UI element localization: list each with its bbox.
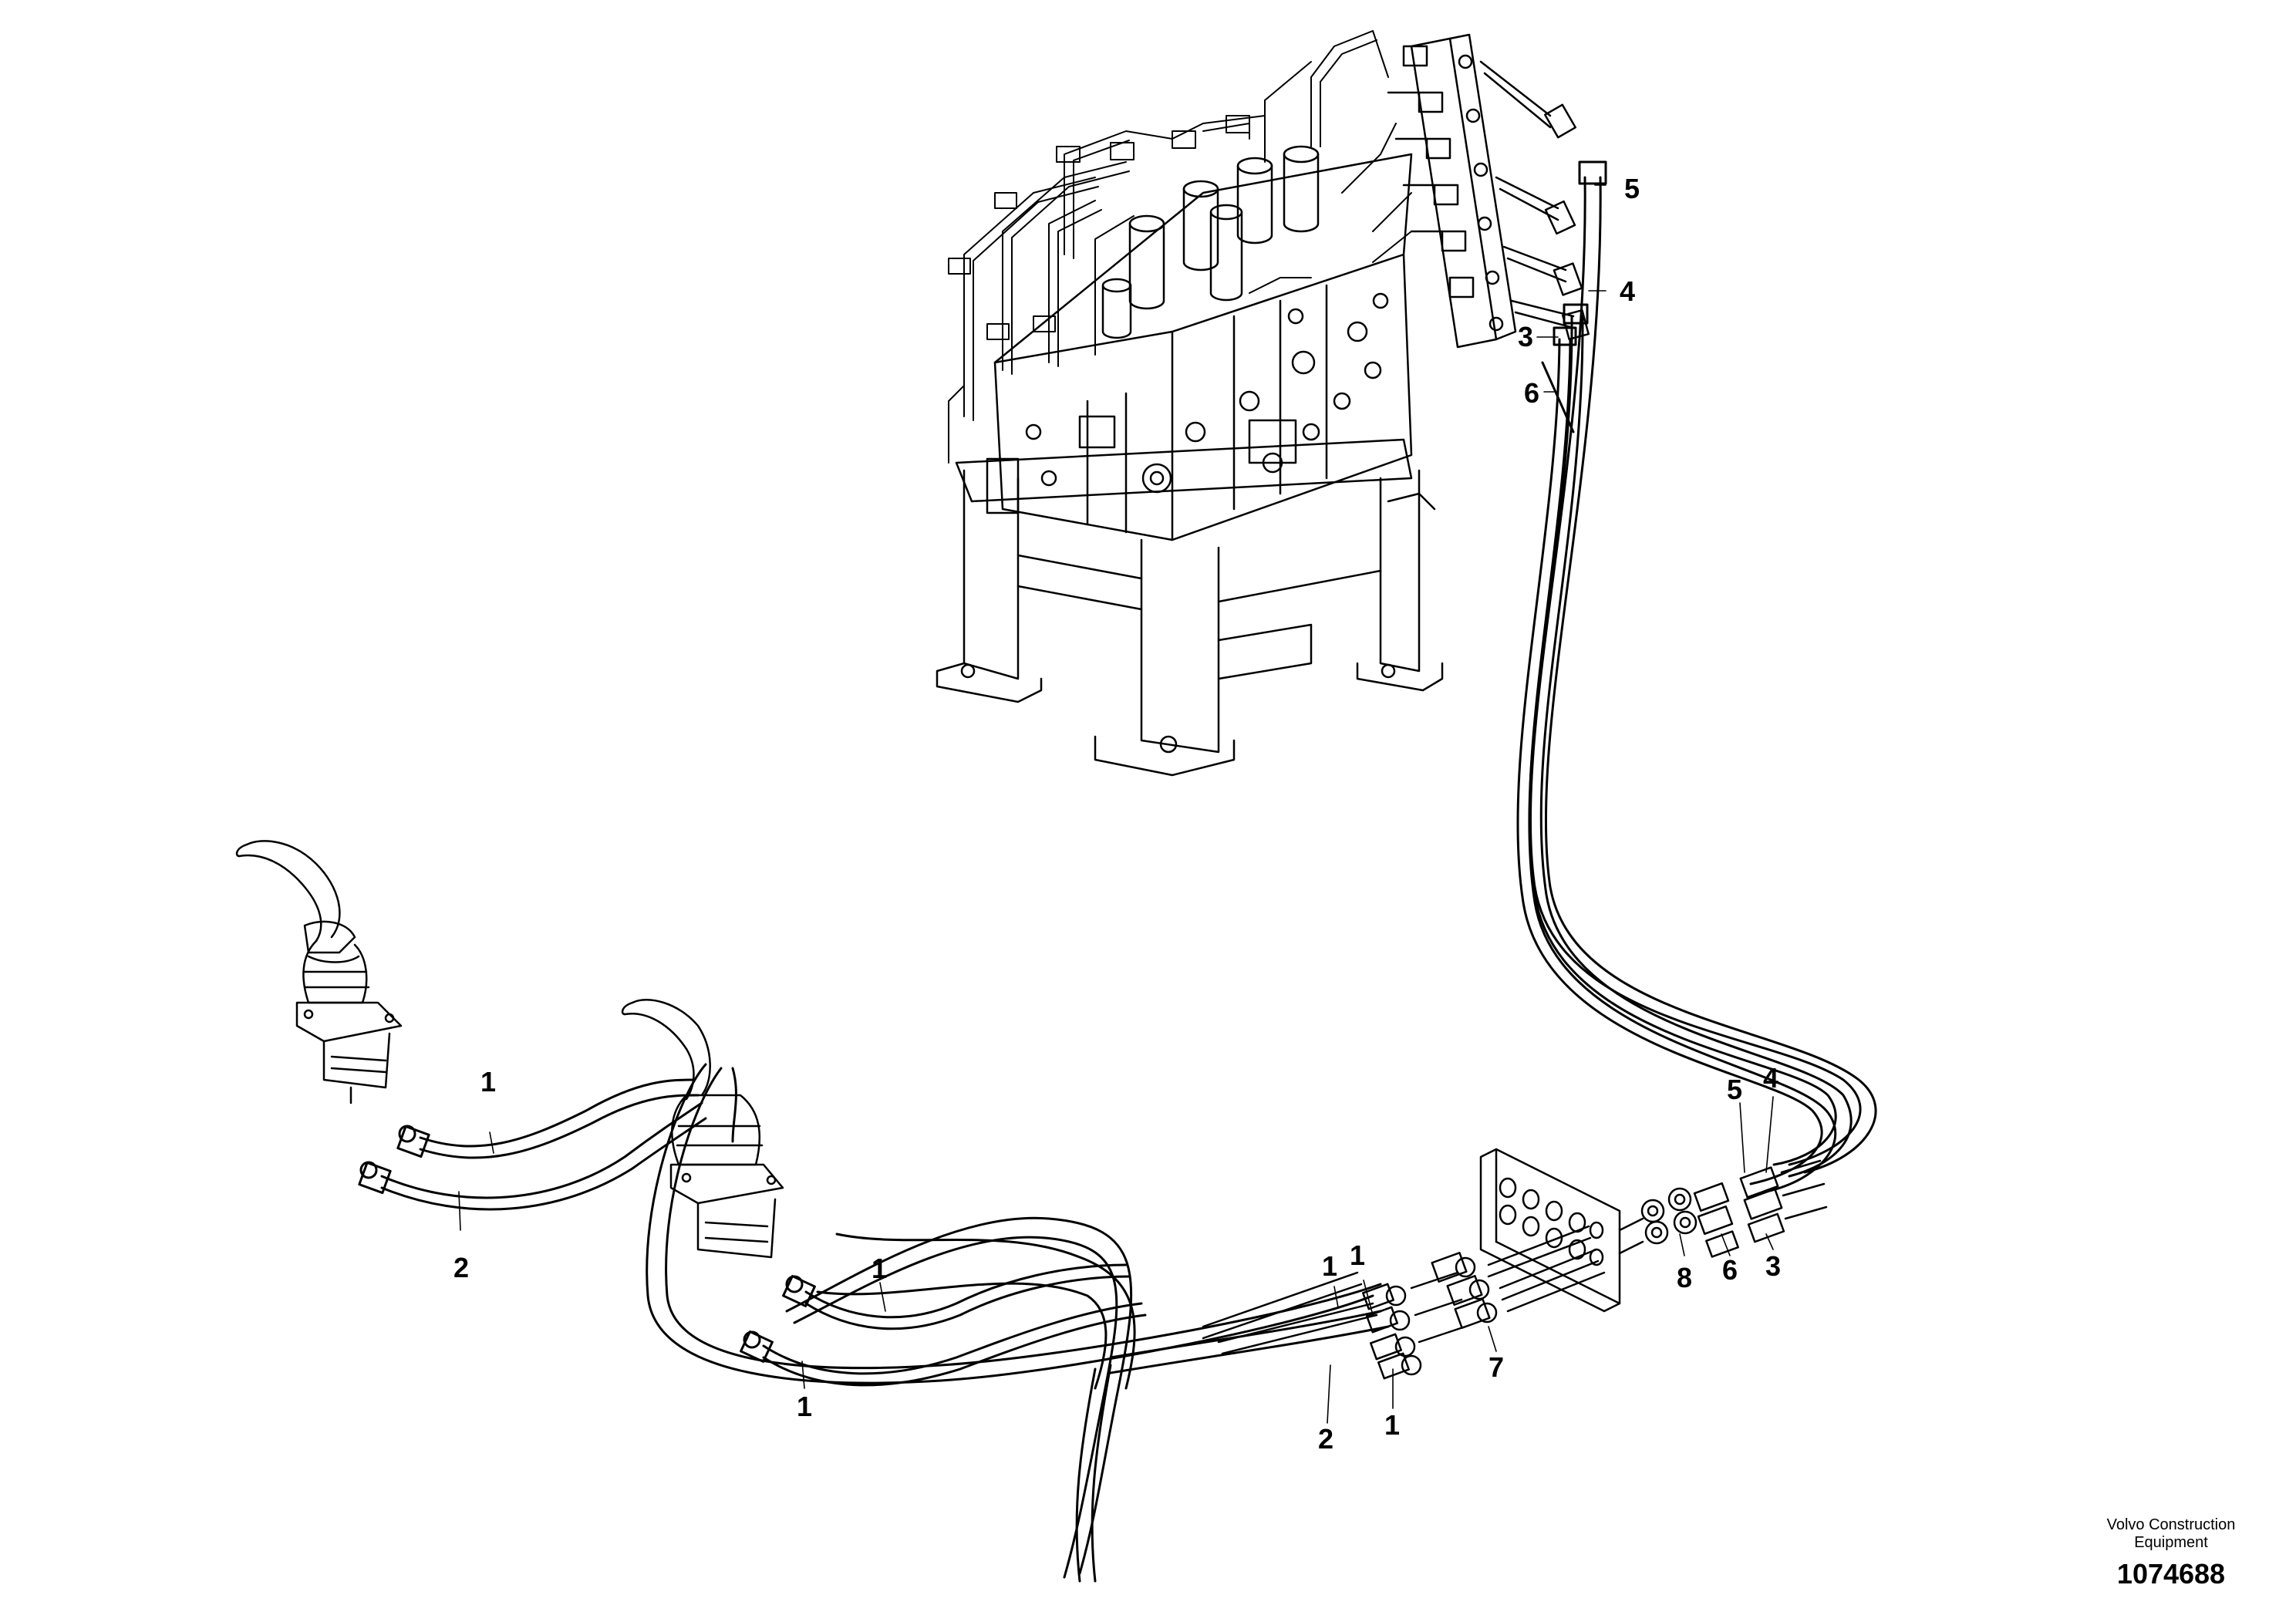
hose-bundle-long bbox=[1516, 160, 1877, 1193]
valve-body bbox=[993, 153, 1413, 541]
callout-6-bulkhead: 6 bbox=[1721, 1254, 1738, 1286]
callout-2-mid: 2 bbox=[1317, 1423, 1334, 1455]
callout-1-mid-b: 1 bbox=[1349, 1239, 1366, 1271]
callout-6-top: 6 bbox=[1523, 377, 1540, 409]
callout-5-top: 5 bbox=[1623, 173, 1640, 204]
callout-2-left-joystick: 2 bbox=[453, 1252, 470, 1283]
callout-5-bulkhead: 5 bbox=[1726, 1074, 1743, 1105]
callout-3-top: 3 bbox=[1517, 321, 1534, 352]
control-valve-assembly bbox=[936, 30, 1590, 777]
callout-1-right-joystick-upper: 1 bbox=[871, 1253, 888, 1284]
pilot-tubing bbox=[948, 30, 1412, 464]
callout-1-left-joystick: 1 bbox=[480, 1066, 497, 1098]
callout-4-top: 4 bbox=[1619, 275, 1636, 307]
credit-line-1: Volvo Construction bbox=[2106, 1516, 2236, 1533]
hoses-loop-to-bulkhead bbox=[646, 1063, 1390, 1583]
bulkhead-fittings-right bbox=[1618, 1159, 1828, 1258]
manifold-outlet-fittings bbox=[1479, 60, 1590, 341]
joystick-right bbox=[621, 999, 784, 1259]
hoses-right-joystick bbox=[740, 1263, 1147, 1387]
credit-line-2: Equipment bbox=[2134, 1534, 2208, 1551]
publisher-credit: Volvo Construction Equipment 1074688 bbox=[2094, 1516, 2248, 1590]
callout-4-bulkhead: 4 bbox=[1762, 1062, 1779, 1094]
solenoid-valves bbox=[1101, 145, 1320, 339]
callout-1-right-joystick-lower: 1 bbox=[796, 1391, 813, 1422]
bulkhead-plate bbox=[1479, 1148, 1621, 1313]
callout-3-bulkhead: 3 bbox=[1765, 1250, 1782, 1282]
bulkhead-adapters-7 bbox=[1431, 1225, 1606, 1329]
callout-1-mid-a: 1 bbox=[1321, 1250, 1338, 1282]
joystick-left bbox=[235, 840, 403, 1104]
callout-8: 8 bbox=[1676, 1262, 1693, 1293]
valve-stand bbox=[936, 438, 1444, 777]
callout-7: 7 bbox=[1488, 1351, 1505, 1383]
callout-1-mid-c: 1 bbox=[1384, 1409, 1401, 1441]
leader-lines bbox=[458, 184, 1774, 1424]
drawing-number: 1074688 bbox=[2116, 1558, 2226, 1590]
hoses-left-joystick bbox=[358, 1078, 707, 1211]
pilot-manifold bbox=[1387, 33, 1517, 349]
